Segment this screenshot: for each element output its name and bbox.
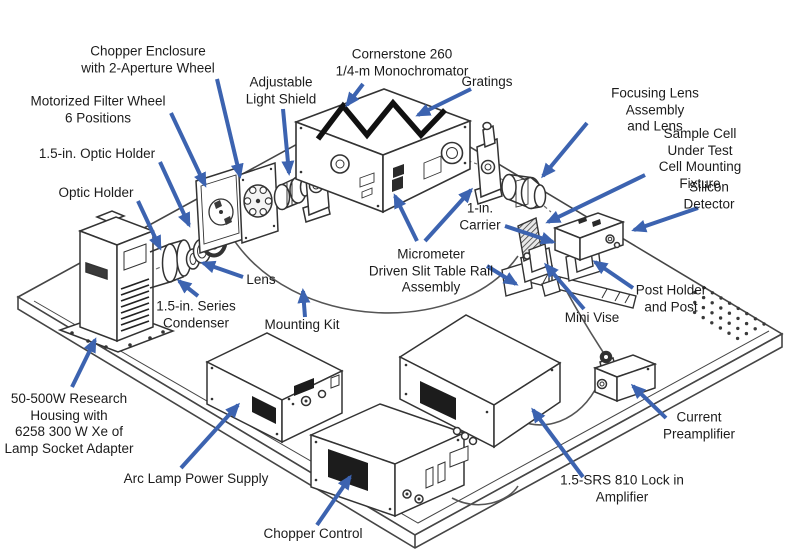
- micrometer-slit-table-arrow-icon: [485, 264, 519, 286]
- lens-arrow-icon: [200, 260, 244, 279]
- mounting-kit-arrow-icon: [297, 288, 311, 318]
- label-post-holder: Post Holder and Post: [635, 282, 707, 315]
- label-current-preamplifier: Current Preamplifier: [662, 409, 736, 442]
- lock-in-amplifier-arrow-icon: [531, 407, 585, 479]
- series-condenser-arrow-icon: [176, 279, 200, 298]
- research-housing-arrow-icon: [70, 337, 97, 388]
- micrometer-slit-table-arrow-icon: [393, 193, 419, 242]
- exit-slit-drawing: [474, 121, 503, 205]
- label-mini-vise: Mini Vise: [564, 309, 620, 325]
- preamplifier-drawing: [592, 350, 658, 403]
- label-research-housing: 50-500W Research Housing with 6258 300 W…: [4, 391, 134, 456]
- arc-lamp-psu-drawing: [205, 332, 344, 444]
- optic-holder-1-5in-arrow-icon: [158, 161, 191, 228]
- filter-wheel-drawing: [238, 161, 279, 245]
- chopper-control-arrow-icon: [315, 474, 352, 527]
- motorized-filter-wheel-arrow-icon: [169, 112, 207, 188]
- current-preamplifier-arrow-icon: [630, 383, 668, 420]
- label-optic-holder-1-5in: 1.5-in. Optic Holder: [38, 145, 156, 161]
- label-optic-holder: Optic Holder: [58, 184, 134, 200]
- mini-vise-arrow-icon: [544, 262, 586, 311]
- label-gratings: Gratings: [461, 73, 513, 89]
- label-sample-cell: Sample Cell Under Test Cell Mounting Fix…: [658, 126, 742, 191]
- label-focusing-lens-assembly: Focusing Lens Assembly and Lens: [611, 85, 699, 134]
- post-holder-arrow-icon: [592, 260, 635, 290]
- gratings-arrow-icon: [415, 87, 472, 117]
- table-hole-pattern: [692, 285, 766, 341]
- lamp-housing-drawing: [57, 210, 176, 353]
- label-micrometer-slit-table: Micrometer Driven Slit Table Rail Assemb…: [368, 246, 494, 295]
- silicon-detector-drawing: [552, 212, 626, 262]
- adjustable-light-shield-arrow-icon: [281, 108, 295, 176]
- sample-cell-arrow-icon: [545, 173, 646, 224]
- label-cornerstone-260: Cornerstone 260 1/4-m Monochromator: [335, 46, 469, 79]
- focusing-lens-assembly-arrow-icon: [541, 121, 589, 179]
- optic-holder-arrow-icon: [136, 200, 162, 251]
- chopper-control-drawing: [308, 403, 469, 518]
- chopper-enclosure-drawing: [195, 165, 245, 255]
- lock-in-amplifier-drawing: [398, 314, 562, 449]
- one-inch-carrier-arrow-icon: [504, 224, 556, 245]
- silicon-detector-arrow-icon: [631, 206, 699, 233]
- arrows-layer: [70, 78, 699, 527]
- arc-lamp-power-supply-arrow-icon: [179, 402, 241, 470]
- label-chopper-enclosure: Chopper Enclosure with 2-Aperture Wheel: [81, 43, 215, 76]
- label-silicon-detector: Silicon Detector: [683, 179, 735, 212]
- grating-logo: [315, 98, 447, 141]
- label-mounting-kit: Mounting Kit: [264, 316, 340, 332]
- label-motorized-filter-wheel: Motorized Filter Wheel 6 Positions: [30, 93, 166, 126]
- micrometer-slit-table-arrow-icon: [423, 187, 474, 243]
- label-lock-in-amplifier: 1.5-SRS 810 Lock in Amplifier: [560, 472, 684, 505]
- label-series-condenser: 1.5-in. Series Condenser: [156, 298, 236, 331]
- chopper-enclosure-arrow-icon: [215, 78, 244, 179]
- label-arc-lamp-power-supply: Arc Lamp Power Supply: [123, 470, 269, 486]
- label-adjustable-light-shield: Adjustable Light Shield: [245, 74, 317, 107]
- label-one-inch-carrier: 1-in. Carrier: [459, 200, 501, 233]
- focusing-lens-drawing: [501, 173, 547, 210]
- cornerstone-260-arrow-icon: [345, 82, 365, 108]
- monochromator-drawing: [293, 88, 473, 214]
- label-lens: Lens: [246, 271, 276, 287]
- label-chopper-control: Chopper Control: [263, 525, 363, 541]
